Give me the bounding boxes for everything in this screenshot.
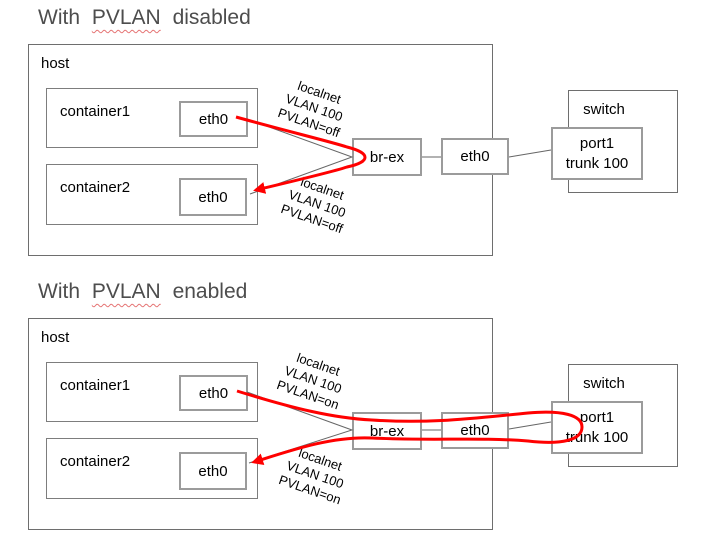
switch-label: switch bbox=[583, 375, 625, 392]
port1-trunk-label: trunk 100 bbox=[565, 155, 629, 172]
host-eth0-label: eth0 bbox=[460, 148, 490, 165]
container1-eth0-label: eth0 bbox=[198, 384, 229, 402]
title-suffix: disabled bbox=[172, 6, 251, 29]
host-label: host bbox=[41, 55, 70, 72]
port1-label: port1 bbox=[579, 135, 615, 152]
container2-eth0-label: eth0 bbox=[198, 462, 228, 480]
eth0-port1-link-line bbox=[508, 149, 552, 158]
container2-eth0-label: eth0 bbox=[198, 188, 228, 206]
diagram-title: With PVLAN enabled bbox=[38, 280, 247, 304]
container1-label: container1 bbox=[60, 103, 131, 120]
host-eth0-box: eth0 bbox=[441, 138, 509, 175]
eth0-port1-link-line bbox=[508, 421, 552, 430]
host-eth0-box: eth0 bbox=[441, 412, 509, 449]
title-prefix: With bbox=[38, 280, 80, 303]
container1-eth0-box: eth0 bbox=[179, 375, 248, 411]
br-ex-box: br-ex bbox=[352, 138, 422, 176]
diagram-pvlan-disabled: With PVLAN disabled host container1 eth0… bbox=[0, 0, 703, 273]
container2-eth0-box: eth0 bbox=[179, 452, 247, 490]
container1-eth0-label: eth0 bbox=[198, 110, 229, 128]
container1-label: container1 bbox=[60, 377, 131, 394]
container2-eth0-box: eth0 bbox=[179, 178, 247, 216]
container1-eth0-box: eth0 bbox=[179, 101, 248, 137]
container2-label: container2 bbox=[60, 453, 131, 470]
port1-label: port1 bbox=[579, 409, 615, 426]
br-ex-label: br-ex bbox=[369, 148, 405, 166]
container2-label: container2 bbox=[60, 179, 131, 196]
port1-trunk-label: trunk 100 bbox=[565, 429, 629, 446]
title-suffix: enabled bbox=[172, 280, 248, 303]
switch-label: switch bbox=[583, 101, 625, 118]
port1-box: port1 trunk 100 bbox=[551, 401, 643, 454]
port1-box: port1 trunk 100 bbox=[551, 127, 643, 180]
diagram-pvlan-enabled: With PVLAN enabled host container1 eth0 … bbox=[0, 274, 703, 547]
title-prefix: With bbox=[38, 6, 80, 29]
br-ex-box: br-ex bbox=[352, 412, 422, 450]
title-keyword-pvlan: PVLAN bbox=[91, 280, 161, 303]
host-eth0-label: eth0 bbox=[460, 422, 490, 439]
br-ex-label: br-ex bbox=[369, 422, 405, 440]
host-label: host bbox=[41, 329, 70, 346]
diagram-title: With PVLAN disabled bbox=[38, 6, 251, 30]
title-keyword-pvlan: PVLAN bbox=[91, 6, 161, 29]
